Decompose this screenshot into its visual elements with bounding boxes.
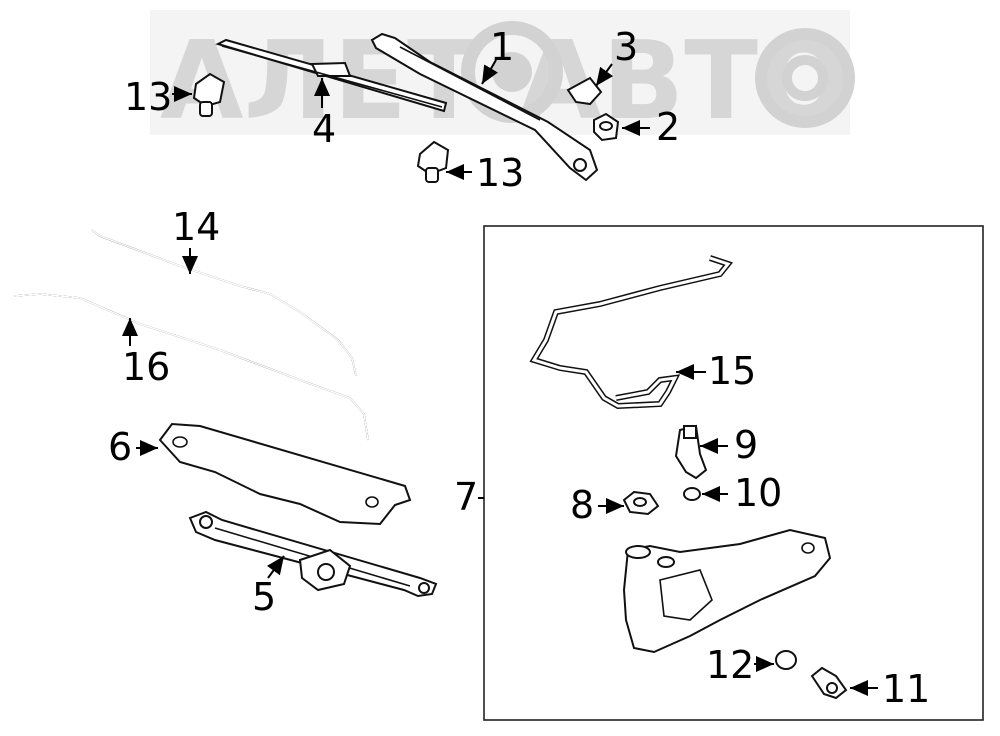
callout-7: 7 — [454, 475, 478, 519]
callout-8: 8 — [570, 483, 594, 527]
callout-2: 2 — [656, 105, 680, 149]
callout-13-top: 13 — [124, 75, 172, 119]
callout-labels: 1 3 2 4 13 13 14 16 6 5 7 15 9 10 8 12 1… — [108, 25, 930, 711]
washer-nozzle-part-13a — [192, 72, 226, 117]
watermark-logo: АЛЕТ АВТО — [150, 10, 855, 144]
wiper-linkage-part-5 — [188, 510, 438, 598]
callout-10: 10 — [734, 471, 782, 515]
grommet-part-8 — [622, 490, 660, 516]
washer-hose-part-14 — [91, 229, 357, 377]
callout-6: 6 — [108, 425, 132, 469]
wiper-arm-part-1 — [370, 32, 599, 182]
callout-13-mid: 13 — [476, 151, 524, 195]
target-icon — [755, 28, 855, 128]
callout-3: 3 — [614, 25, 638, 69]
washer-pump-part-9 — [674, 424, 708, 480]
cowl-panel-part-6 — [158, 422, 412, 526]
callout-9: 9 — [734, 423, 758, 467]
washer-hose-part-16 — [13, 293, 369, 441]
callout-11: 11 — [882, 667, 930, 711]
callout-14: 14 — [172, 205, 220, 249]
leader-arrows — [122, 59, 878, 696]
callout-1: 1 — [490, 25, 514, 69]
washer-nozzle-part-13b — [416, 140, 450, 183]
callout-15: 15 — [708, 349, 756, 393]
reservoir-assembly-box — [483, 225, 984, 721]
callout-4: 4 — [312, 107, 336, 151]
callout-5: 5 — [252, 575, 276, 619]
callout-16: 16 — [122, 345, 170, 389]
nut-part-2 — [593, 112, 620, 142]
washer-hose-part-15 — [529, 255, 734, 410]
callout-12: 12 — [706, 643, 754, 687]
wiper-blade-part-4 — [215, 38, 448, 113]
washer-reservoir — [622, 528, 832, 654]
arm-cap-part-3 — [566, 76, 603, 106]
seal-part-12 — [775, 650, 797, 670]
screw-part-11 — [810, 666, 848, 700]
grommet-part-10 — [683, 487, 701, 501]
